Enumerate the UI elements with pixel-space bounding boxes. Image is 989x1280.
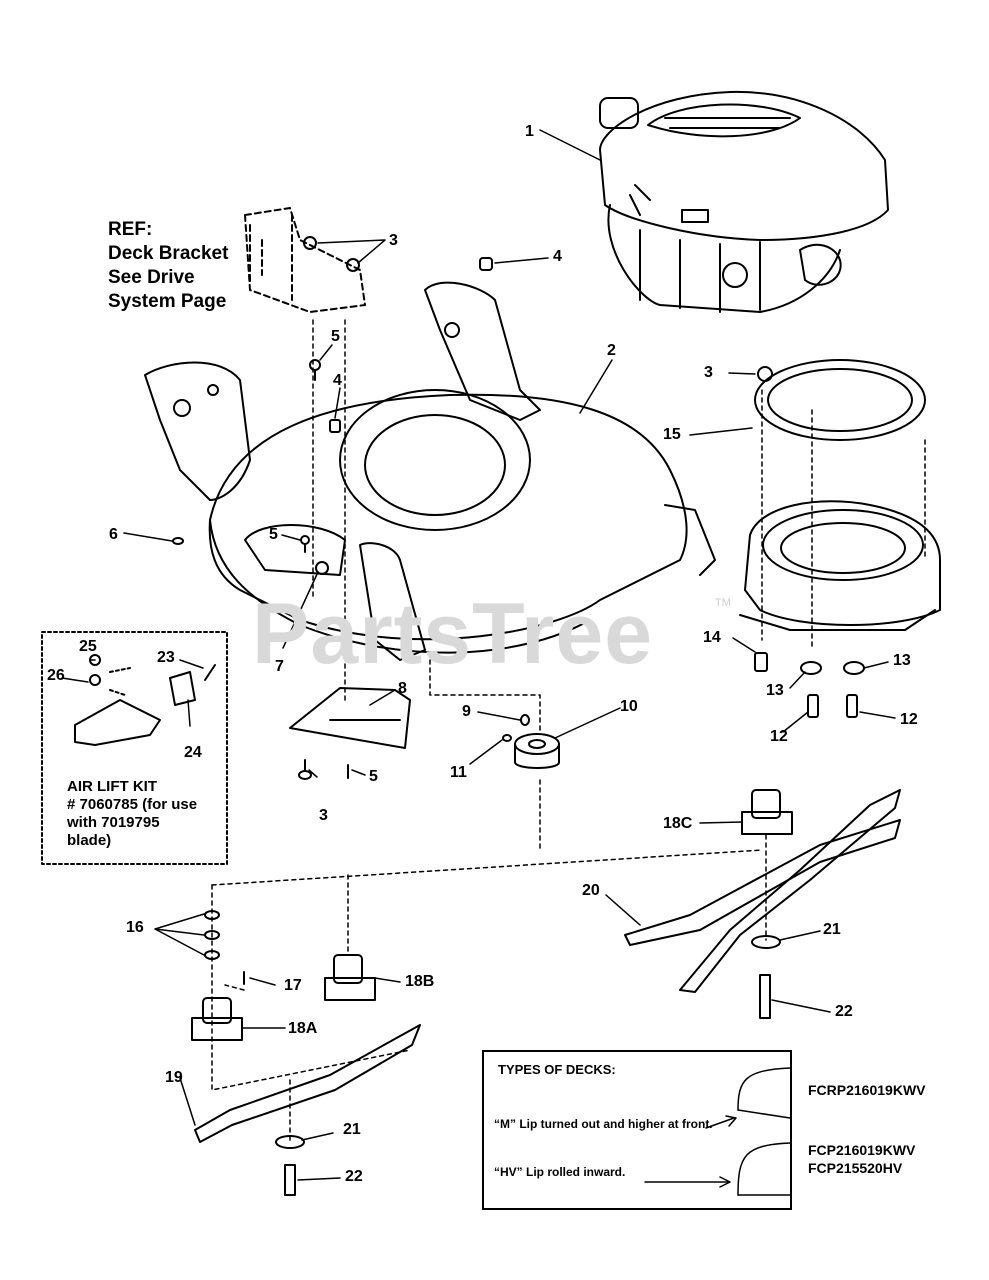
engine-drawing bbox=[599, 90, 889, 313]
blade-adapter-18a bbox=[191, 997, 243, 1041]
mower-deck-housing bbox=[144, 281, 716, 661]
callout-4[interactable]: 4 bbox=[553, 248, 562, 265]
callout-25[interactable]: 25 bbox=[79, 638, 97, 655]
air-lift-line: AIR LIFT KIT bbox=[67, 778, 157, 795]
callout-3[interactable]: 3 bbox=[389, 232, 398, 249]
assembly-lines bbox=[211, 319, 926, 1141]
air-lift-line: with 7019795 bbox=[67, 814, 160, 831]
callout-17[interactable]: 17 bbox=[284, 977, 302, 994]
deck-bracket-reference bbox=[244, 207, 366, 313]
ref-note-line: See Drive bbox=[108, 267, 195, 288]
blade-adapter-18c bbox=[741, 789, 793, 835]
m-lip-description: “M” Lip turned out and higher at front. bbox=[494, 1117, 713, 1131]
callout-16[interactable]: 16 bbox=[126, 919, 144, 936]
air-lift-line: # 7060785 (for use bbox=[67, 796, 198, 813]
trademark-mark: TM bbox=[715, 597, 731, 609]
air-lift-line: blade) bbox=[67, 832, 112, 849]
callout-8[interactable]: 8 bbox=[398, 680, 407, 697]
callout-22[interactable]: 22 bbox=[345, 1168, 363, 1185]
callout-5[interactable]: 5 bbox=[331, 328, 340, 345]
ref-note-line: REF: bbox=[108, 219, 153, 240]
mulching-blade-19 bbox=[194, 1024, 421, 1143]
leader-lines bbox=[61, 129, 896, 1181]
callout-24[interactable]: 24 bbox=[184, 744, 202, 761]
model-number-m: FCRP216019KWV bbox=[808, 1082, 926, 1098]
callout-19[interactable]: 19 bbox=[165, 1069, 183, 1086]
callout-4[interactable]: 4 bbox=[333, 372, 342, 389]
callout-21[interactable]: 21 bbox=[823, 921, 841, 938]
callout-15[interactable]: 15 bbox=[663, 426, 681, 443]
hardware-parts bbox=[172, 236, 865, 1196]
callout-5[interactable]: 5 bbox=[269, 526, 278, 543]
callout-22[interactable]: 22 bbox=[835, 1003, 853, 1020]
air-lift-kit-note: AIR LIFT KIT # 7060785 (for use with 701… bbox=[67, 778, 227, 850]
air-lift-kit-box bbox=[41, 631, 228, 865]
callout-10[interactable]: 10 bbox=[620, 698, 638, 715]
types-of-decks-title: TYPES OF DECKS: bbox=[498, 1062, 616, 1077]
callout-7[interactable]: 7 bbox=[275, 658, 284, 675]
callout-21[interactable]: 21 bbox=[343, 1121, 361, 1138]
ref-note-line: System Page bbox=[108, 291, 227, 312]
callout-11[interactable]: 11 bbox=[450, 764, 467, 781]
model-number-hv: FCP216019KWV bbox=[808, 1142, 916, 1158]
blade-adapter-18b bbox=[324, 954, 376, 1001]
callout-3[interactable]: 3 bbox=[704, 364, 713, 381]
model-number-hv: FCP215520HV bbox=[808, 1160, 903, 1176]
partstree-watermark: PartsTree bbox=[252, 586, 654, 682]
callout-20[interactable]: 20 bbox=[582, 882, 600, 899]
callout-23[interactable]: 23 bbox=[157, 649, 175, 666]
pulley bbox=[514, 733, 561, 769]
cross-blade-20 bbox=[624, 789, 901, 993]
callout-18a[interactable]: 18A bbox=[288, 1020, 318, 1037]
callout-1[interactable]: 1 bbox=[525, 123, 534, 140]
deck-bracket-reference-note: REF: Deck Bracket See Drive System Page bbox=[108, 218, 228, 314]
adapter-ring bbox=[754, 359, 926, 441]
callout-14[interactable]: 14 bbox=[703, 629, 721, 646]
callout-5[interactable]: 5 bbox=[369, 768, 378, 785]
deck-lip-sketches bbox=[644, 1067, 791, 1196]
baffle-plate bbox=[289, 687, 411, 749]
callout-13[interactable]: 13 bbox=[766, 682, 784, 699]
ref-note-line: Deck Bracket bbox=[108, 243, 229, 264]
callout-9[interactable]: 9 bbox=[462, 703, 471, 720]
callout-3[interactable]: 3 bbox=[319, 807, 328, 824]
engine-adapter-plate bbox=[739, 500, 941, 631]
callout-18b[interactable]: 18B bbox=[405, 973, 435, 990]
types-of-decks-box bbox=[482, 1050, 792, 1210]
callout-12[interactable]: 12 bbox=[900, 711, 918, 728]
callout-6[interactable]: 6 bbox=[109, 526, 118, 543]
callout-26[interactable]: 26 bbox=[47, 667, 65, 684]
callout-2[interactable]: 2 bbox=[607, 342, 616, 359]
hv-lip-description: “HV” Lip rolled inward. bbox=[494, 1165, 626, 1179]
callout-13[interactable]: 13 bbox=[893, 652, 911, 669]
callout-18c[interactable]: 18C bbox=[663, 815, 693, 832]
callout-12[interactable]: 12 bbox=[770, 728, 788, 745]
